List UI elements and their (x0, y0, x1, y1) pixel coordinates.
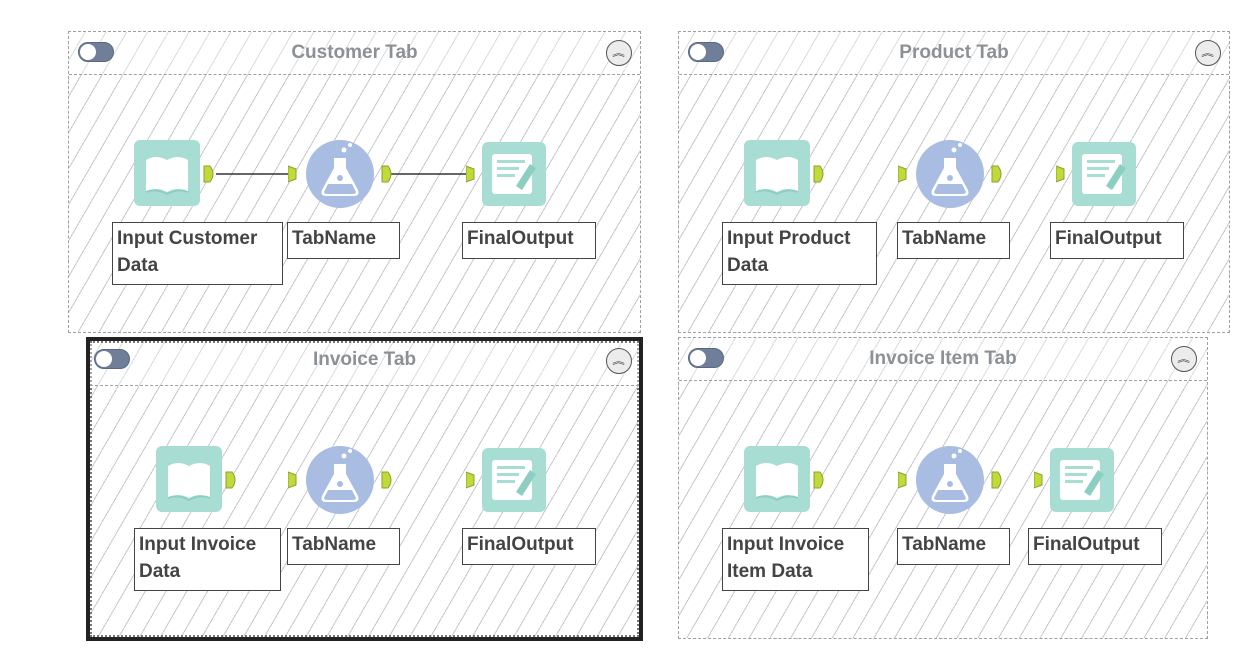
toggle-switch-icon[interactable] (688, 348, 724, 368)
tool-label-formula[interactable]: TabName (287, 222, 400, 259)
formula-tool[interactable] (897, 140, 1010, 213)
tool-label-output[interactable]: FinalOutput (462, 222, 596, 259)
input-data-tool[interactable] (744, 446, 826, 519)
container-header[interactable]: Invoice Item Tab ︽ (679, 338, 1207, 381)
container-title: Product Tab (899, 42, 1009, 63)
input-data-tool[interactable] (744, 140, 826, 213)
output-data-tool[interactable] (1055, 140, 1140, 213)
toggle-knob (690, 44, 706, 60)
formula-flask-icon (897, 140, 1002, 208)
collapse-chevron-up-icon[interactable]: ︽ (1171, 346, 1197, 372)
toggle-switch-icon[interactable] (94, 349, 130, 369)
container-header[interactable]: Customer Tab ︽ (69, 32, 640, 75)
container-header[interactable]: Product Tab ︽ (679, 32, 1229, 75)
tool-label-input[interactable]: Input Invoice Item Data (722, 528, 869, 591)
toggle-switch-icon[interactable] (78, 42, 114, 62)
container-title: Invoice Item Tab (869, 348, 1017, 369)
tool-label-input[interactable]: Input Product Data (722, 222, 877, 285)
formula-tool[interactable] (897, 446, 1010, 519)
formula-tool[interactable] (287, 140, 400, 213)
input-data-tool[interactable] (156, 446, 238, 519)
input-data-book-icon (744, 446, 824, 512)
container-title: Customer Tab (291, 42, 418, 63)
formula-flask-icon (287, 140, 392, 208)
formula-flask-icon (897, 446, 1002, 514)
tool-label-formula[interactable]: TabName (897, 222, 1010, 259)
input-data-book-icon (744, 140, 824, 206)
toggle-knob (690, 350, 706, 366)
input-data-book-icon (156, 446, 236, 512)
output-data-tool[interactable] (465, 140, 550, 213)
input-data-tool[interactable] (134, 140, 216, 213)
output-data-icon (465, 142, 546, 206)
tool-label-input[interactable]: Input Customer Data (112, 222, 283, 285)
collapse-chevron-up-icon[interactable]: ︽ (606, 348, 632, 374)
container-title: Invoice Tab (312, 349, 417, 370)
tool-label-formula[interactable]: TabName (287, 528, 400, 565)
collapse-chevron-up-icon[interactable]: ︽ (606, 40, 632, 66)
formula-tool[interactable] (287, 446, 400, 519)
output-data-icon (465, 448, 546, 512)
output-data-icon (1055, 142, 1136, 206)
tool-label-formula[interactable]: TabName (897, 528, 1010, 565)
tool-label-input[interactable]: Input Invoice Data (134, 528, 281, 591)
container-header[interactable]: Invoice Tab ︽ (90, 343, 639, 386)
input-data-book-icon (134, 140, 214, 206)
tool-label-output[interactable]: FinalOutput (1028, 528, 1162, 565)
output-data-icon (1033, 448, 1114, 512)
tool-label-output[interactable]: FinalOutput (462, 528, 596, 565)
collapse-chevron-up-icon[interactable]: ︽ (1195, 40, 1221, 66)
tool-label-output[interactable]: FinalOutput (1050, 222, 1184, 259)
output-data-tool[interactable] (1033, 446, 1118, 519)
toggle-knob (80, 44, 96, 60)
formula-flask-icon (287, 446, 392, 514)
toggle-knob (96, 351, 112, 367)
output-data-tool[interactable] (465, 446, 550, 519)
toggle-switch-icon[interactable] (688, 42, 724, 62)
